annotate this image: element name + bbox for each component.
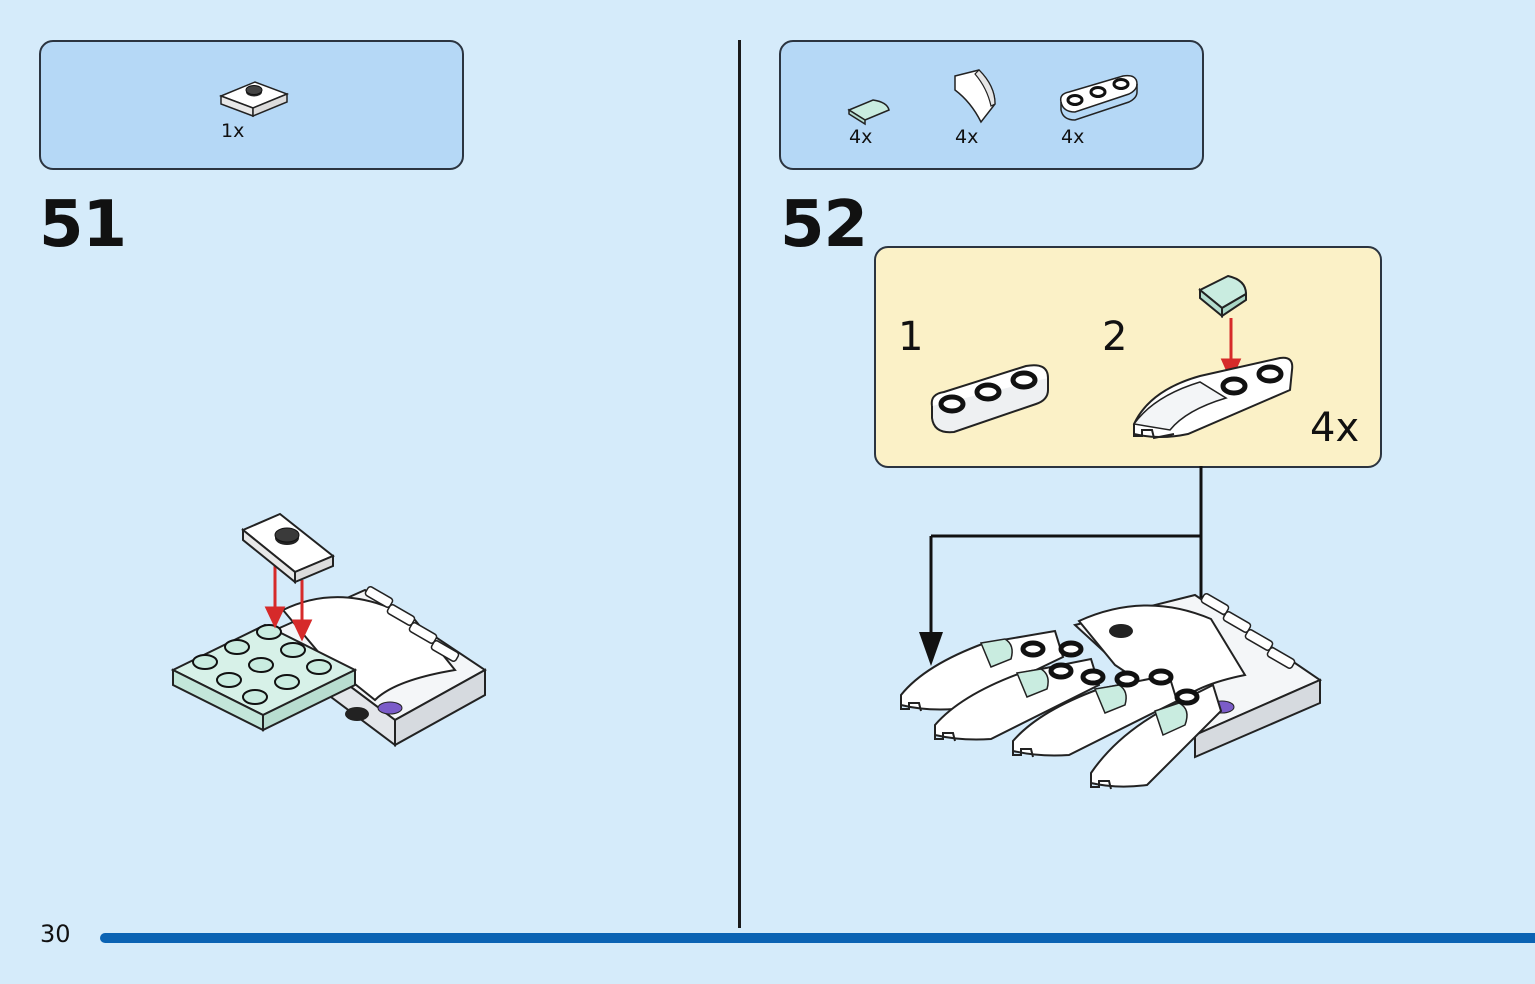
wing-wedge-3: [1012, 673, 1179, 758]
white-jumper-plate-icon: [218, 81, 290, 118]
stud-grid: [1020, 640, 1200, 706]
red-placement-arrow: [264, 565, 313, 642]
purple-accent: [377, 701, 403, 715]
white-wing-wedge-icon: [954, 69, 996, 124]
white-jumper-plate: [241, 512, 335, 585]
hinge-detail: [1200, 593, 1296, 669]
part-qty: 4x: [1061, 126, 1085, 148]
trans-green-slope-icon: [847, 99, 890, 126]
subassembly-box: 1 2 4x: [874, 246, 1382, 468]
trans-green-slope: [1198, 274, 1248, 319]
step-51-build-illustration: [170, 512, 487, 747]
page-number: 30: [40, 920, 71, 948]
subassembly-multiplier: 4x: [1310, 405, 1360, 451]
white-round-plate-1x3: [930, 364, 1050, 434]
substep-number-2: 2: [1102, 314, 1128, 360]
parts-list-step-52: 4x 4x 4x: [779, 40, 1204, 170]
step-number-51: 51: [39, 188, 127, 262]
step-number-52: 52: [780, 188, 868, 262]
hinge-detail: [364, 586, 460, 662]
stud-grid: [192, 624, 332, 705]
part-qty: 4x: [955, 126, 979, 148]
part-qty: 1x: [221, 120, 245, 142]
arrow-head: [919, 632, 943, 666]
parts-list-step-51: 1x: [39, 40, 464, 170]
substep-2-illustration: [1132, 274, 1294, 440]
substep-number-1: 1: [898, 314, 924, 360]
white-round-plate-1x3-icon: [1059, 74, 1138, 121]
part-qty: 4x: [849, 126, 873, 148]
step-52-build-illustration: [900, 593, 1323, 790]
step-divider: [738, 40, 741, 928]
footer-progress-bar: [100, 933, 1535, 943]
